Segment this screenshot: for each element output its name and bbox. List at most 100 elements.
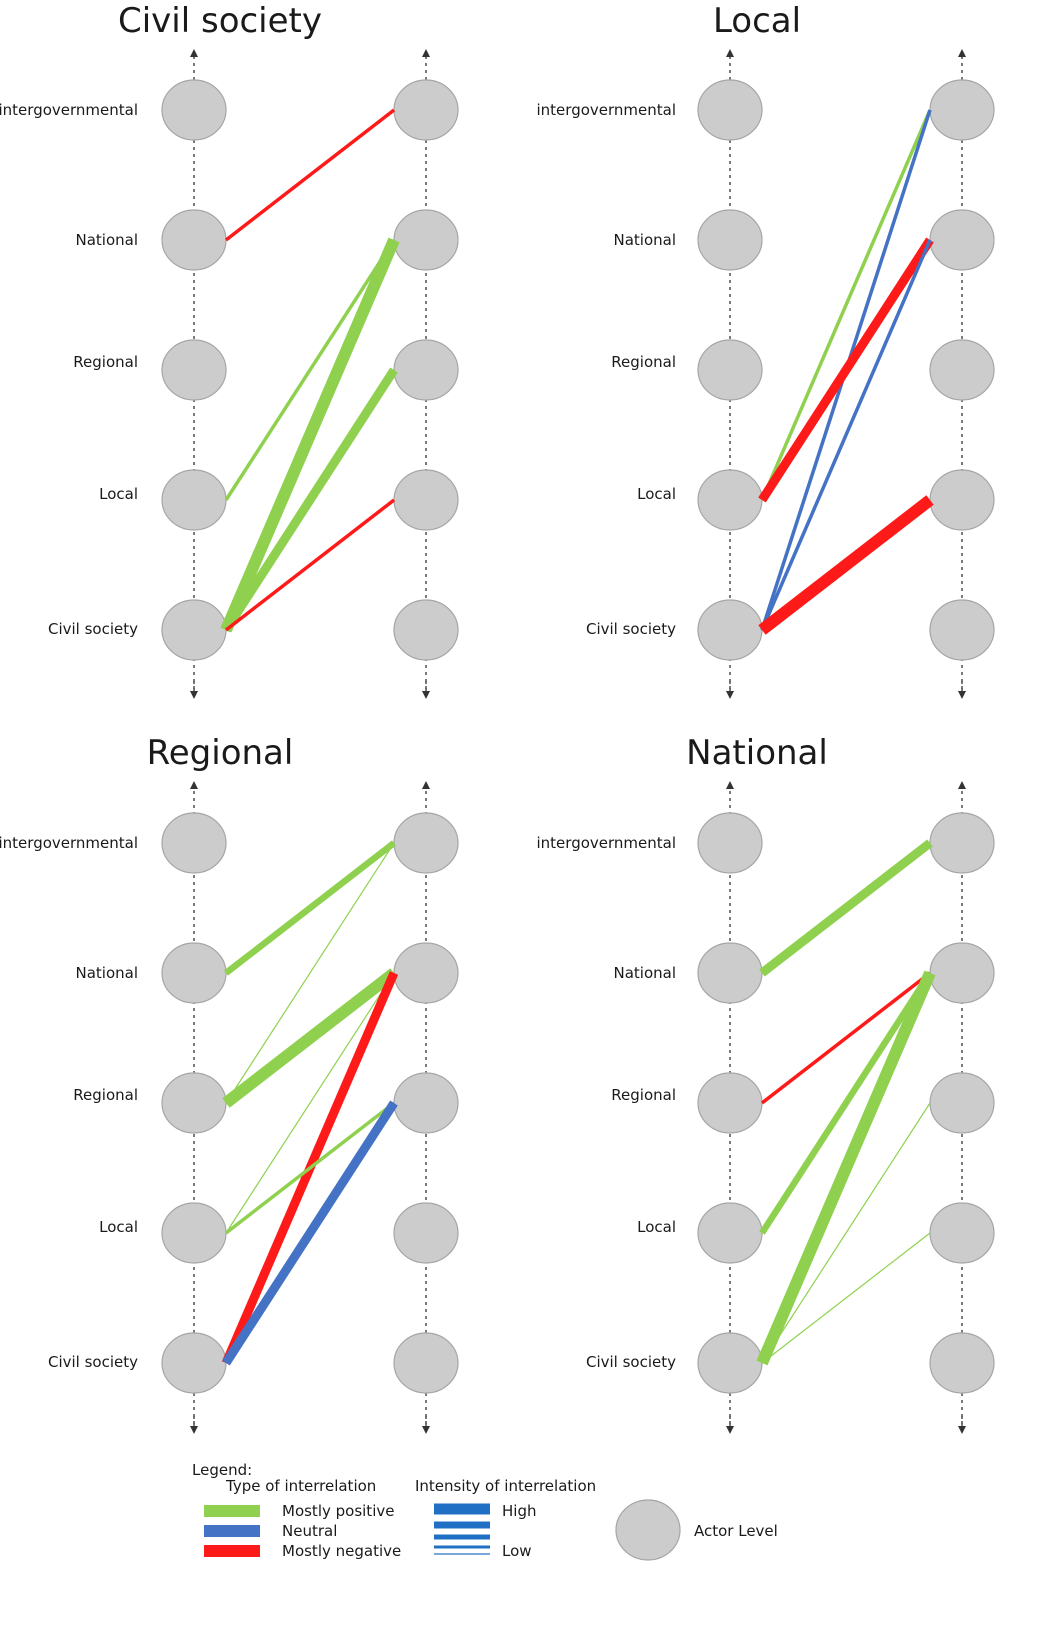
- panel-title: National: [686, 733, 828, 773]
- link-local-to-national: [224, 239, 396, 501]
- legend-actor-label: Actor Level: [694, 1522, 778, 1540]
- link-national-to-intergovernmental: [759, 839, 933, 977]
- row-label-intergovernmental: intergovernmental: [0, 834, 138, 852]
- right-node-civil-society: [929, 599, 995, 661]
- link-regional-to-intergovernmental: [225, 842, 395, 1104]
- legend-swatch-mostly-negative: [204, 1545, 260, 1557]
- link-local-to-national: [225, 972, 395, 1234]
- intensity-line-5: [434, 1553, 490, 1555]
- left-node-intergovernmental: [161, 79, 227, 141]
- right-node-civil-society: [393, 599, 459, 661]
- right-node-local: [929, 469, 995, 531]
- row-label-regional: Regional: [73, 1086, 138, 1104]
- right-node-regional: [929, 1072, 995, 1134]
- right-node-local: [393, 469, 459, 531]
- panel-title: Civil society: [118, 1, 322, 41]
- link-civil-society-to-local: [758, 495, 934, 635]
- link-local-to-intergovernmental: [760, 109, 932, 501]
- row-label-regional: Regional: [611, 353, 676, 371]
- panel-title: Regional: [147, 733, 294, 773]
- left-node-intergovernmental: [697, 79, 763, 141]
- panel-national: NationalintergovernmentalNationalRegiona…: [537, 733, 995, 1434]
- row-label-intergovernmental: intergovernmental: [0, 101, 138, 119]
- right-node-regional: [393, 339, 459, 401]
- left-node-national: [697, 209, 763, 271]
- row-label-national: National: [613, 964, 676, 982]
- legend-intensity-low: Low: [502, 1542, 532, 1560]
- row-label-civil-society: Civil society: [586, 1353, 676, 1371]
- panel-local: LocalintergovernmentalNationalRegionalLo…: [537, 1, 995, 699]
- legend-label-mostly-negative: Mostly negative: [282, 1542, 401, 1560]
- link-civil-society-to-regional: [222, 367, 398, 633]
- legend-heading: Legend:: [192, 1461, 252, 1479]
- link-regional-to-national: [760, 971, 932, 1105]
- row-label-national: National: [75, 964, 138, 982]
- legend-label-neutral: Neutral: [282, 1522, 337, 1540]
- left-node-national: [161, 942, 227, 1004]
- left-node-civil-society: [161, 599, 227, 661]
- right-node-national: [929, 209, 995, 271]
- legend-actor-node: [615, 1499, 681, 1561]
- row-label-local: Local: [637, 1218, 676, 1236]
- row-label-national: National: [75, 231, 138, 249]
- right-node-civil-society: [929, 1332, 995, 1394]
- link-local-to-national: [758, 237, 934, 503]
- left-node-regional: [697, 339, 763, 401]
- link-civil-society-to-local: [761, 1232, 931, 1364]
- link-civil-society-to-regional: [761, 1102, 931, 1364]
- intensity-line-4: [434, 1545, 490, 1549]
- right-node-intergovernmental: [929, 812, 995, 874]
- link-local-to-regional: [224, 1101, 396, 1235]
- right-node-local: [393, 1202, 459, 1264]
- row-label-national: National: [613, 231, 676, 249]
- row-label-intergovernmental: intergovernmental: [537, 101, 677, 119]
- left-node-civil-society: [697, 1332, 763, 1394]
- right-node-civil-society: [393, 1332, 459, 1394]
- left-node-civil-society: [161, 1332, 227, 1394]
- left-node-national: [161, 209, 227, 271]
- legend-intensity-high: High: [502, 1502, 536, 1520]
- left-node-local: [161, 1202, 227, 1264]
- legend-type-heading: Type of interrelation: [225, 1477, 376, 1495]
- link-civil-society-to-national: [760, 239, 932, 631]
- intensity-line-3: [434, 1534, 490, 1540]
- legend: Legend:Type of interrelation Intensity of…: [192, 1461, 778, 1561]
- right-node-regional: [929, 339, 995, 401]
- right-node-intergovernmental: [929, 79, 995, 141]
- row-label-local: Local: [637, 485, 676, 503]
- link-regional-to-national: [222, 968, 398, 1108]
- row-label-intergovernmental: intergovernmental: [537, 834, 677, 852]
- right-node-national: [929, 942, 995, 1004]
- row-label-local: Local: [99, 485, 138, 503]
- left-node-regional: [161, 1072, 227, 1134]
- intensity-line-2: [434, 1521, 490, 1529]
- row-label-local: Local: [99, 1218, 138, 1236]
- left-node-civil-society: [697, 599, 763, 661]
- left-node-local: [697, 1202, 763, 1264]
- link-local-to-national: [759, 971, 933, 1235]
- row-label-civil-society: Civil society: [586, 620, 676, 638]
- left-node-local: [697, 469, 763, 531]
- link-civil-society-to-regional: [222, 1100, 398, 1366]
- right-node-intergovernmental: [393, 79, 459, 141]
- row-label-regional: Regional: [611, 1086, 676, 1104]
- right-node-intergovernmental: [393, 812, 459, 874]
- left-node-intergovernmental: [697, 812, 763, 874]
- left-node-regional: [697, 1072, 763, 1134]
- legend-intensity-heading: Intensity of interrelation: [415, 1477, 596, 1495]
- left-node-national: [697, 942, 763, 1004]
- row-label-civil-society: Civil society: [48, 620, 138, 638]
- left-node-intergovernmental: [161, 812, 227, 874]
- link-civil-society-to-national: [756, 970, 936, 1366]
- right-node-regional: [393, 1072, 459, 1134]
- legend-swatch-mostly-positive: [204, 1505, 260, 1517]
- panel-regional: RegionalintergovernmentalNationalRegiona…: [0, 733, 459, 1434]
- link-civil-society-to-local: [224, 498, 396, 632]
- left-node-regional: [161, 339, 227, 401]
- right-node-local: [929, 1202, 995, 1264]
- left-node-local: [161, 469, 227, 531]
- link-civil-society-to-national: [220, 237, 400, 633]
- panel-title: Local: [713, 1, 801, 41]
